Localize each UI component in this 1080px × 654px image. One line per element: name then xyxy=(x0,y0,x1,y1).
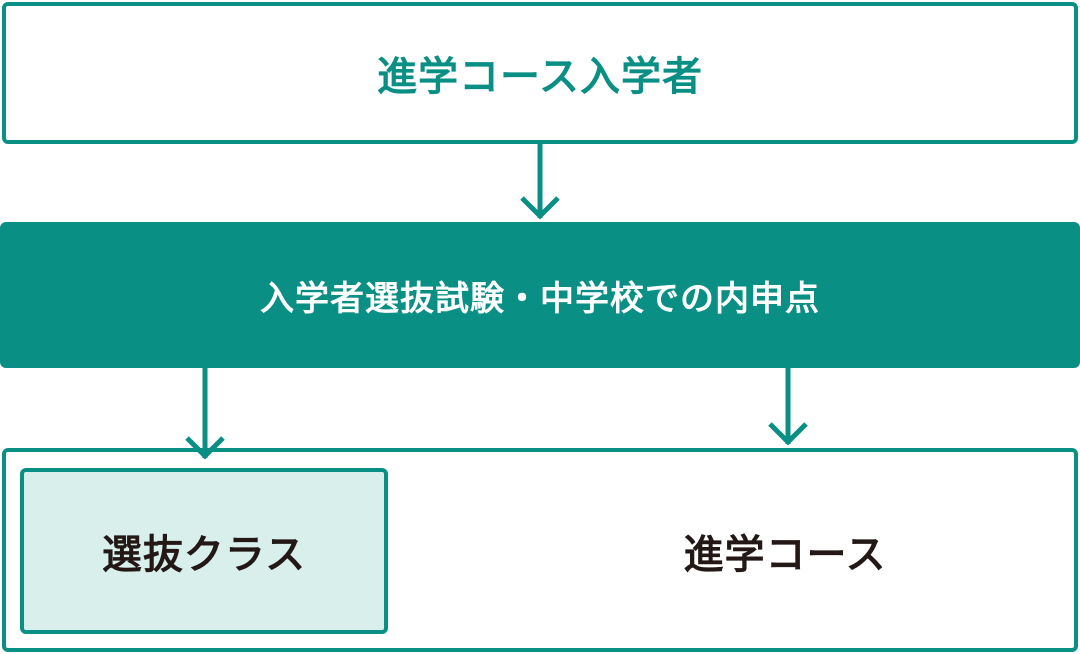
select-class-box: 選抜クラス xyxy=(20,468,388,634)
middle-box: 入学者選抜試験・中学校での内申点 xyxy=(0,222,1080,368)
arrow-middle-to-select-class xyxy=(185,368,225,460)
middle-box-label: 入学者選抜試験・中学校での内申点 xyxy=(260,278,820,319)
arrow-top-to-middle xyxy=(520,144,560,220)
advance-course-area: 進学コース xyxy=(590,468,980,634)
select-class-label: 選抜クラス xyxy=(101,532,307,578)
top-box-label: 進学コース入学者 xyxy=(377,54,703,100)
arrow-middle-to-advance-course xyxy=(768,368,808,446)
advance-course-label: 進学コース xyxy=(683,532,887,578)
top-box: 進学コース入学者 xyxy=(2,2,1078,144)
